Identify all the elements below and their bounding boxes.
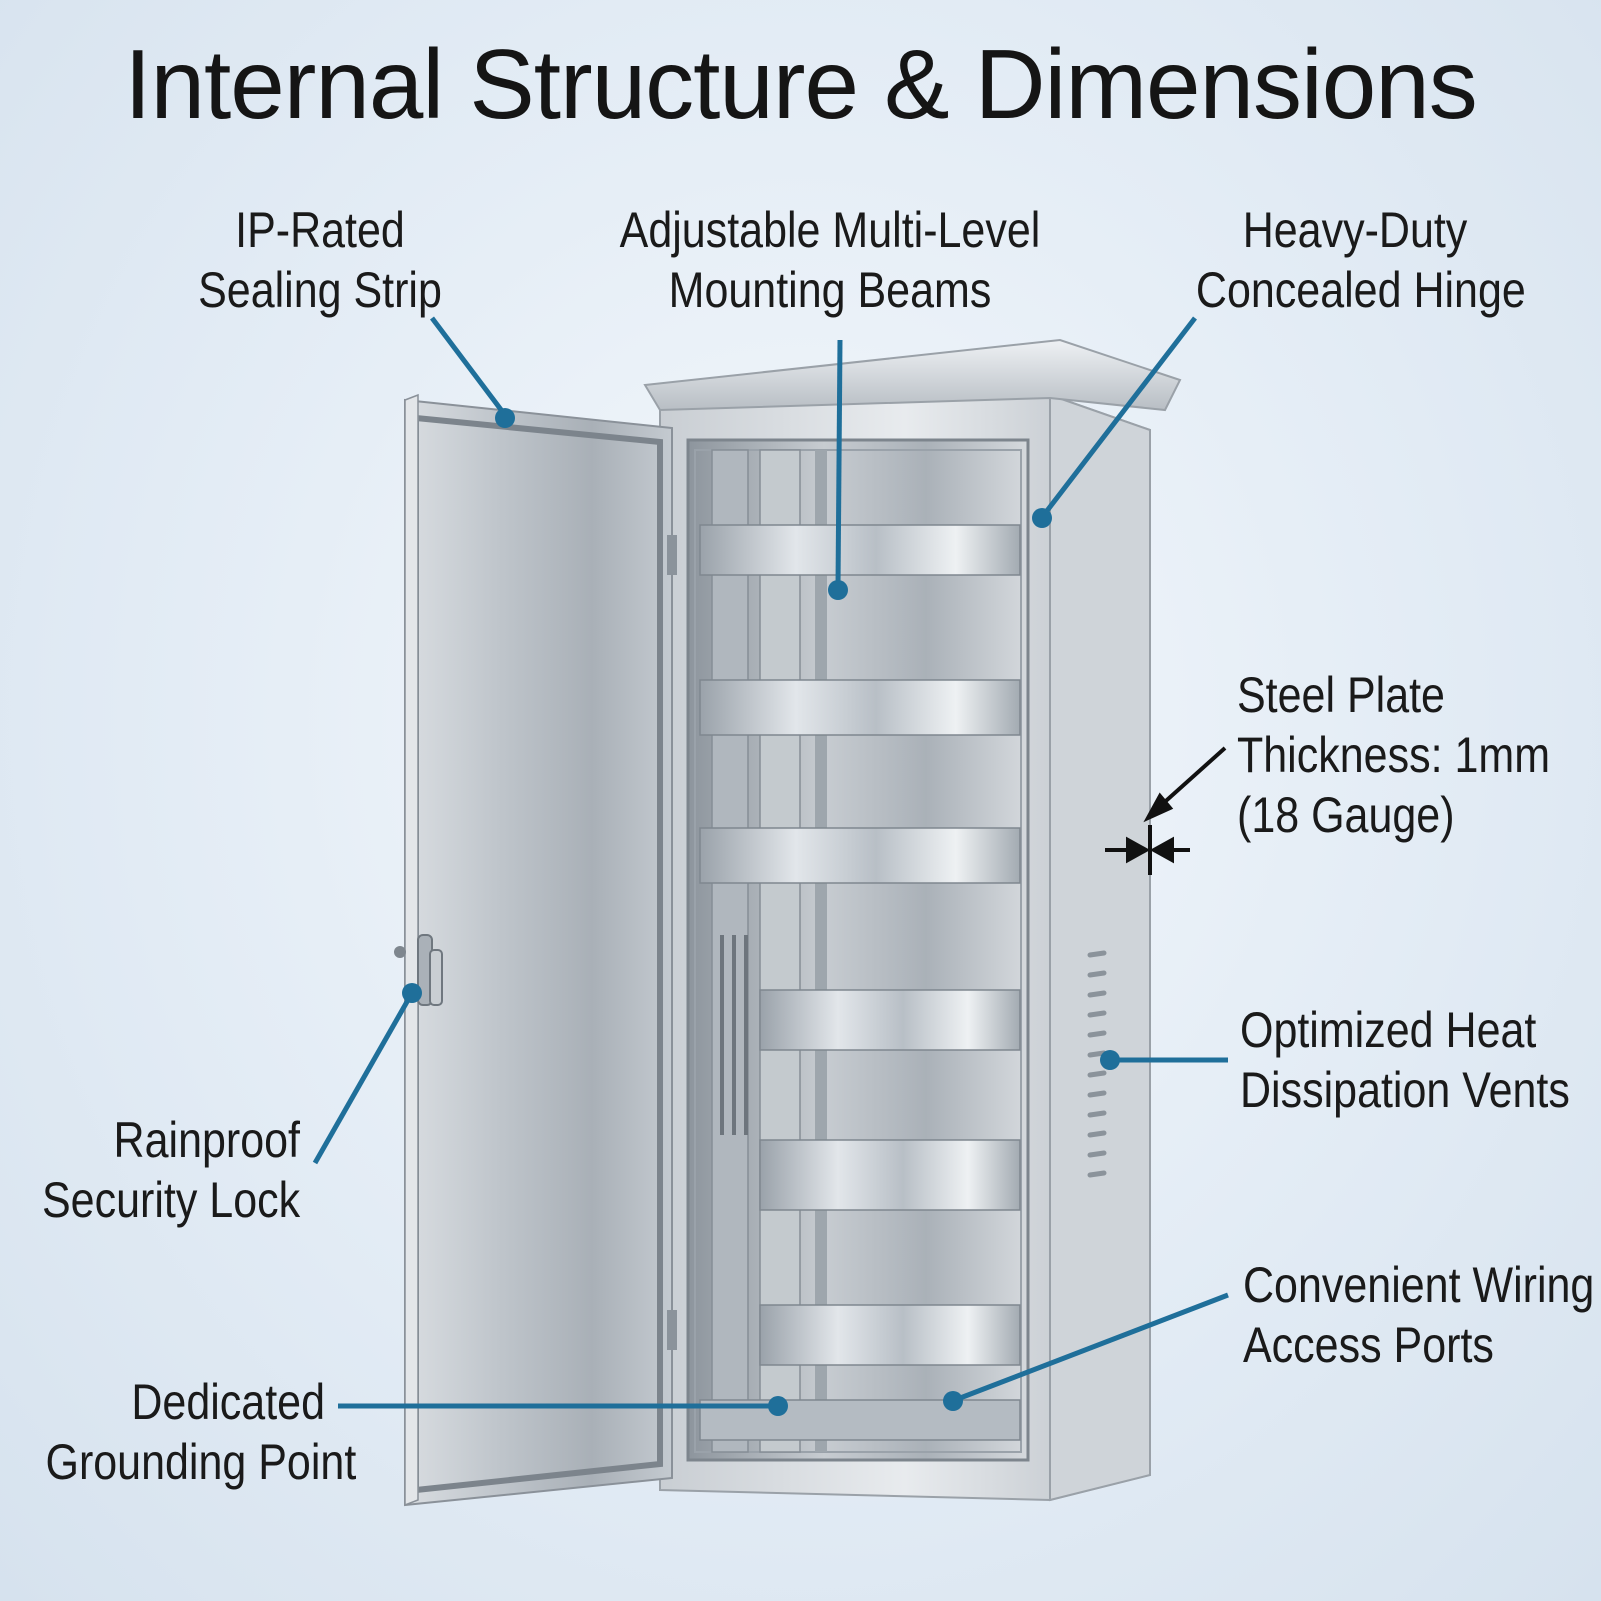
callout-steel-plate: Steel Plate Thickness: 1mm (18 Gauge) (1237, 667, 1551, 843)
callout-dots (402, 408, 1120, 1416)
callout-grounding-point: Dedicated Grounding Point (45, 1374, 357, 1490)
hinge-icon (667, 535, 677, 1350)
diagram-title: Internal Structure & Dimensions (124, 29, 1477, 139)
callout-security-lock: Rainproof Security Lock (42, 1112, 301, 1228)
cable-slots (720, 935, 748, 1135)
callout-leaders (312, 316, 1229, 1409)
callout-sealing-strip: IP-Rated Sealing Strip (198, 202, 442, 318)
thickness-indicator (1105, 746, 1227, 875)
cabinet-door (404, 393, 673, 1507)
side-vents (1087, 950, 1107, 1178)
mounting-beams (699, 524, 1021, 1441)
callout-wiring-ports: Convenient Wiring Access Ports (1243, 1257, 1595, 1373)
lock-icon (394, 934, 443, 1006)
callout-heat-vents: Optimized Heat Dissipation Vents (1240, 1002, 1570, 1118)
callout-mounting-beams: Adjustable Multi-Level Mounting Beams (619, 202, 1041, 318)
callout-hinge: Heavy-Duty Concealed Hinge (1195, 202, 1526, 318)
